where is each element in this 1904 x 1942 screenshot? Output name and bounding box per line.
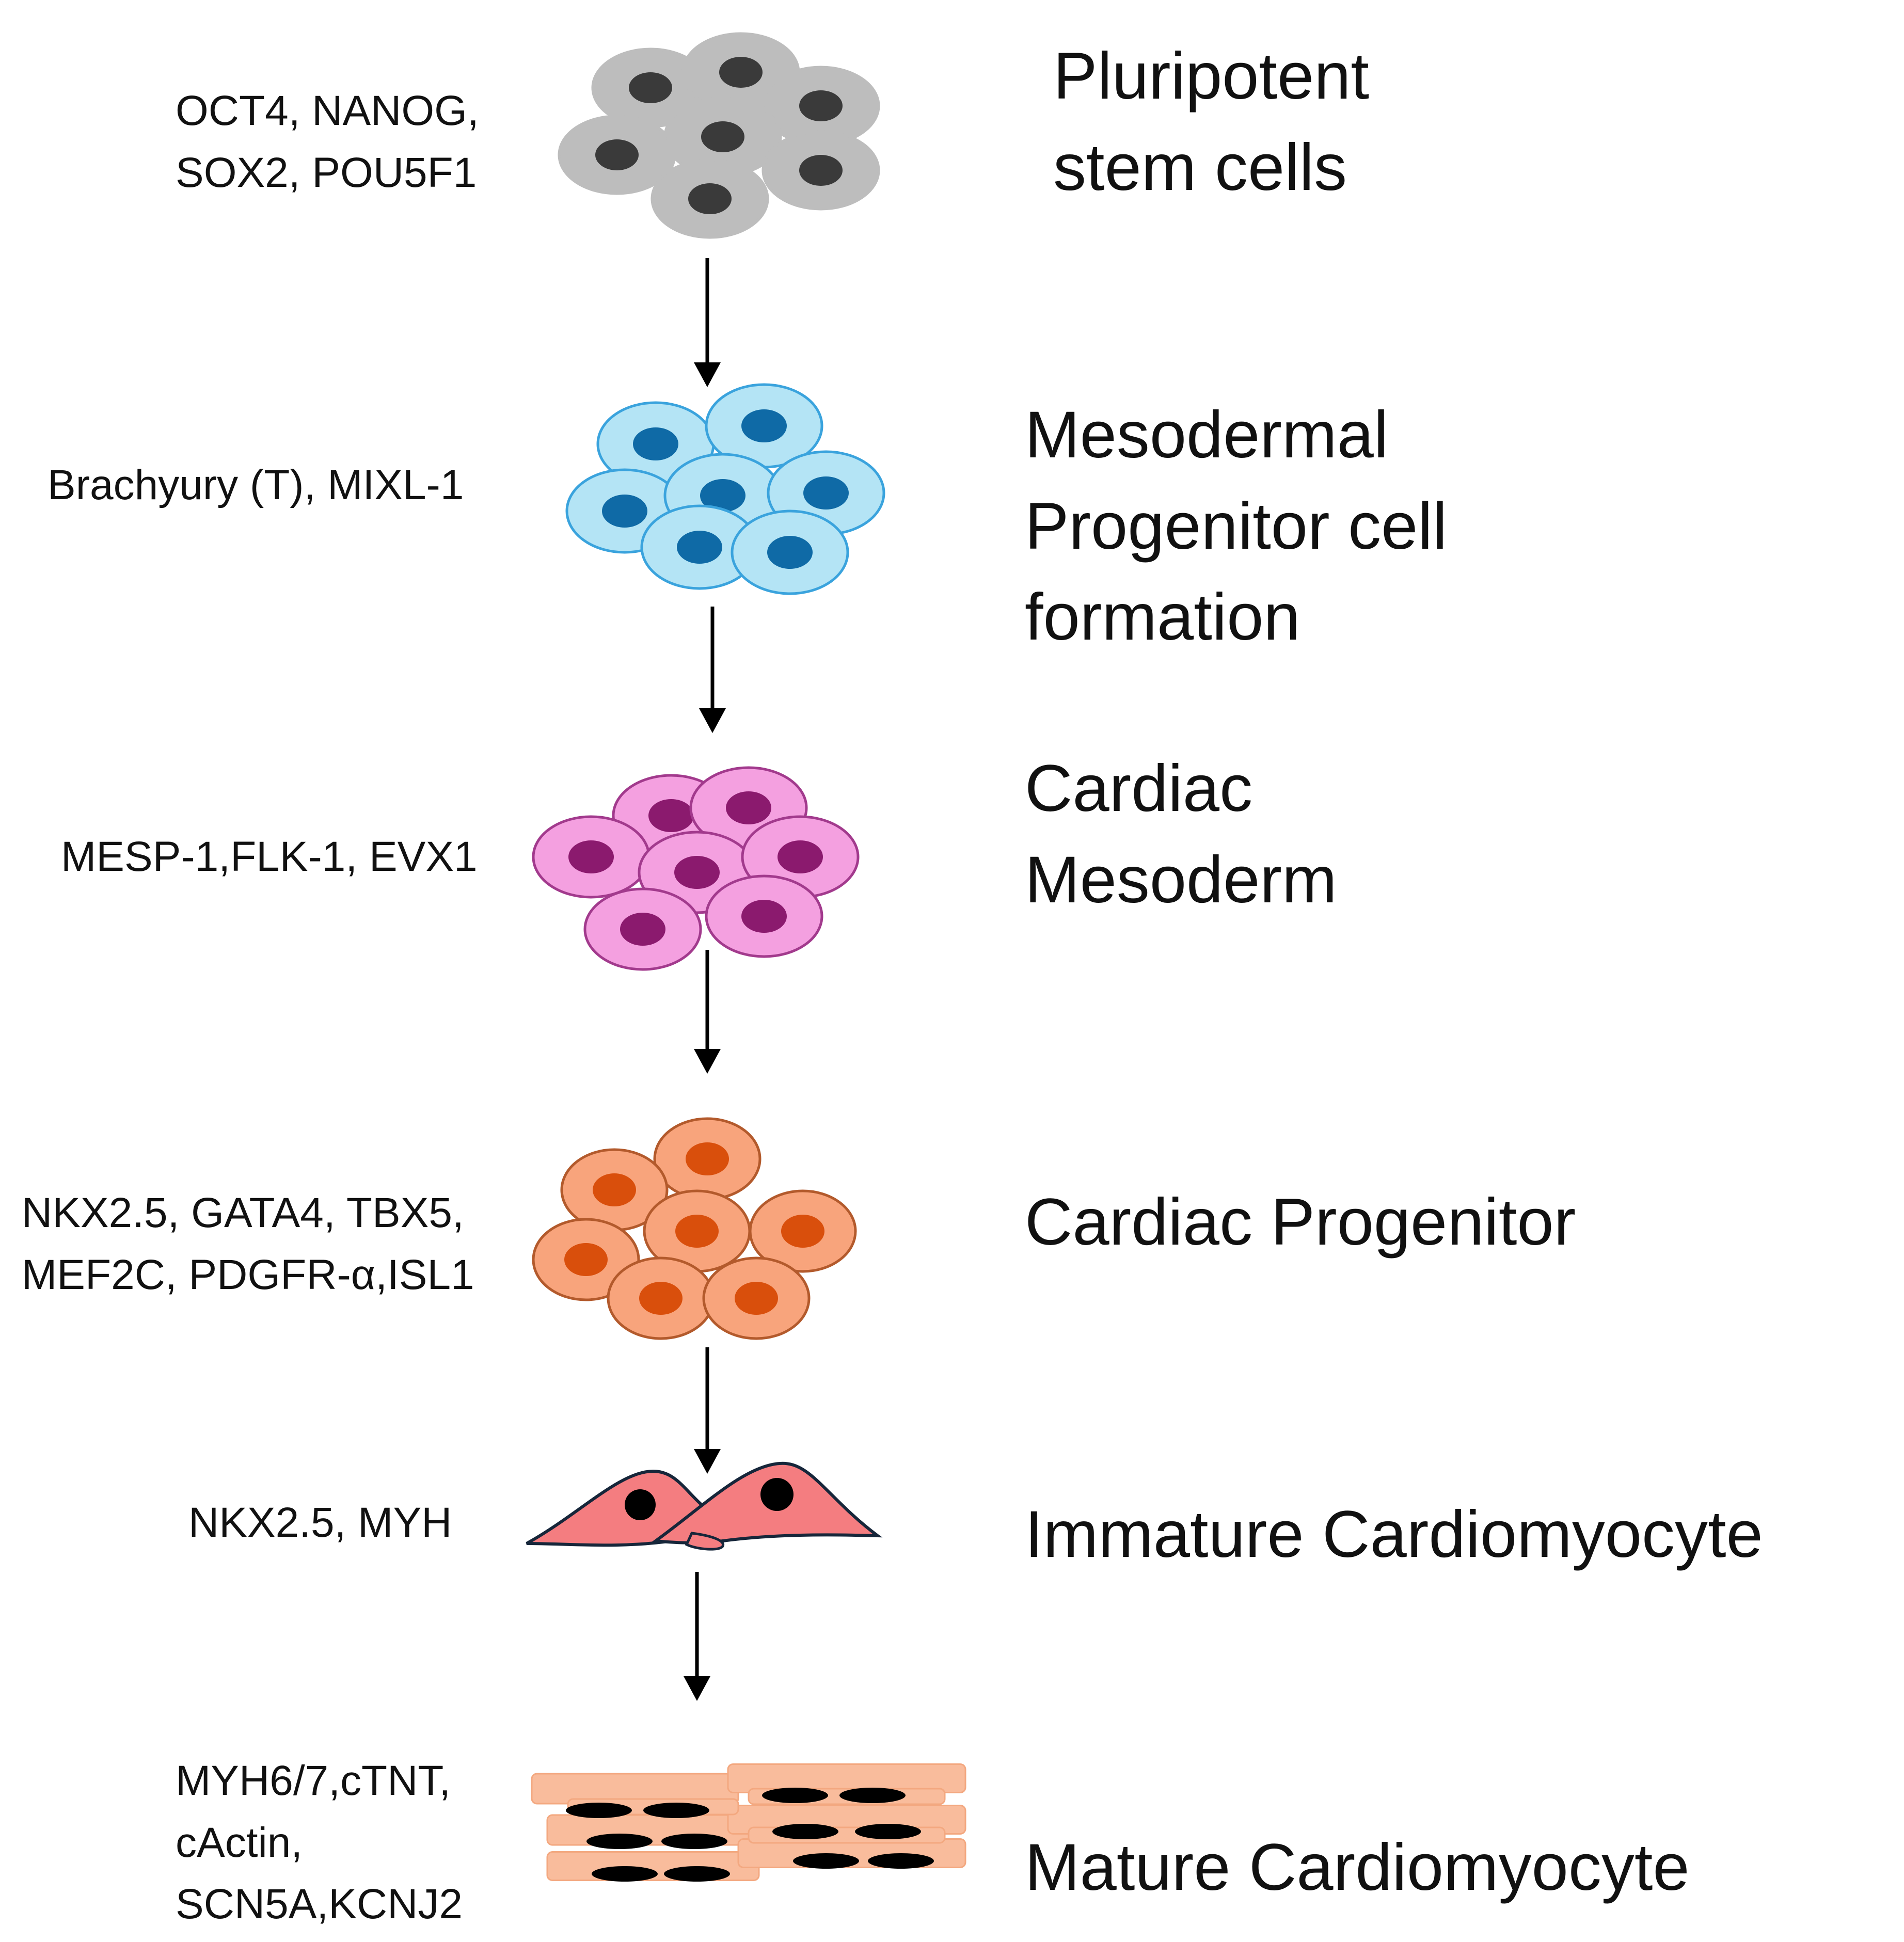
cell-nucleus	[661, 1834, 727, 1849]
cell-nucleus	[793, 1853, 859, 1869]
stage-arrow	[694, 1347, 721, 1474]
cell-nucleus	[595, 139, 639, 170]
cell-nucleus	[677, 531, 722, 564]
arrow-head	[694, 362, 721, 387]
markers-pluripotent: OCT4, NANOG, SOX2, POU5F1	[176, 87, 479, 196]
arrow-head	[699, 708, 726, 733]
stage-arrow	[694, 950, 721, 1074]
cell-cluster-pluripotent	[558, 32, 880, 239]
cell-nucleus	[760, 1478, 794, 1511]
cell-nucleus	[735, 1282, 778, 1315]
stage-arrow	[694, 258, 721, 387]
cardiomyocyte-tail	[685, 1532, 725, 1551]
cell-nucleus	[719, 57, 763, 88]
markers-mesodermal-progenitor: Brachyury (T), MIXL-1	[47, 461, 464, 508]
cell-nucleus	[767, 536, 813, 569]
markers-mature-cardiomyocyte: MYH6/7,cTNT, cActin, SCN5A,KCNJ2	[176, 1757, 463, 1928]
arrow-head	[694, 1049, 721, 1074]
cells-layer	[526, 32, 966, 1882]
cell-nucleus	[675, 1215, 719, 1248]
stage-label-cardiac-mesoderm: Cardiac Mesoderm	[1025, 752, 1337, 917]
cell-nucleus	[664, 1866, 730, 1882]
arrow-head	[684, 1676, 710, 1701]
stage-label-immature-cardiomyocyte: Immature Cardiomyocyte	[1025, 1498, 1763, 1571]
cell-cluster-immature-cardiomyocyte	[526, 1461, 883, 1551]
stage-label-mature-cardiomyocyte: Mature Cardiomyocyte	[1025, 1830, 1690, 1904]
stage-label-cardiac-progenitor: Cardiac Progenitor	[1025, 1185, 1576, 1259]
cell-nucleus	[799, 155, 843, 186]
cell-nucleus	[803, 476, 849, 510]
cell-cluster-mature-cardiomyocyte	[531, 1763, 966, 1882]
cell-cluster-cardiac-progenitor	[532, 1117, 857, 1340]
cell-nucleus	[772, 1824, 838, 1839]
cell-nucleus	[620, 913, 665, 946]
markers-cardiac-mesoderm: MESP-1,FLK-1, EVX1	[61, 833, 478, 880]
cell-nucleus	[726, 791, 771, 824]
markers-immature-cardiomyocyte: NKX2.5, MYH	[188, 1499, 452, 1546]
cell-nucleus	[593, 1173, 636, 1206]
cell-cluster-cardiac-mesoderm	[532, 766, 860, 971]
cell-nucleus	[629, 72, 672, 103]
cell-nucleus	[781, 1215, 824, 1248]
cell-nucleus	[643, 1803, 709, 1818]
cell-nucleus	[639, 1282, 683, 1315]
cell-nucleus	[688, 183, 732, 214]
cell-nucleus	[799, 90, 843, 121]
cell-nucleus	[700, 479, 745, 512]
stage-arrow	[699, 607, 726, 733]
stage-arrow	[684, 1572, 710, 1701]
cell-nucleus	[568, 840, 614, 873]
cell-nucleus	[674, 856, 720, 889]
cell-nucleus	[566, 1803, 632, 1818]
cell-nucleus	[625, 1489, 656, 1520]
cell-nucleus	[648, 799, 694, 832]
cell-nucleus	[741, 900, 787, 933]
stage-label-pluripotent: Pluripotent stem cells	[1053, 39, 1369, 204]
cell-nucleus	[592, 1866, 658, 1882]
cell-nucleus	[762, 1788, 828, 1803]
cell-nucleus	[686, 1142, 729, 1175]
cell-nucleus	[741, 409, 787, 442]
arrow-head	[694, 1449, 721, 1474]
arrows-layer	[684, 258, 726, 1701]
cell-nucleus	[564, 1243, 608, 1276]
cell-nucleus	[868, 1853, 934, 1869]
cell-nucleus	[855, 1824, 921, 1839]
cell-nucleus	[602, 495, 647, 528]
cell-nucleus	[701, 121, 744, 152]
cell-nucleus	[633, 427, 678, 460]
cell-cluster-mesodermal-progenitor	[565, 383, 885, 595]
stage-label-mesodermal-progenitor: Mesodermal Progenitor cell formation	[1025, 398, 1448, 655]
cell-nucleus	[839, 1788, 906, 1803]
cell-nucleus	[778, 840, 823, 873]
markers-cardiac-progenitor: NKX2.5, GATA4, TBX5, MEF2C, PDGFR-α,ISL1	[22, 1189, 474, 1298]
cell-nucleus	[586, 1834, 653, 1849]
